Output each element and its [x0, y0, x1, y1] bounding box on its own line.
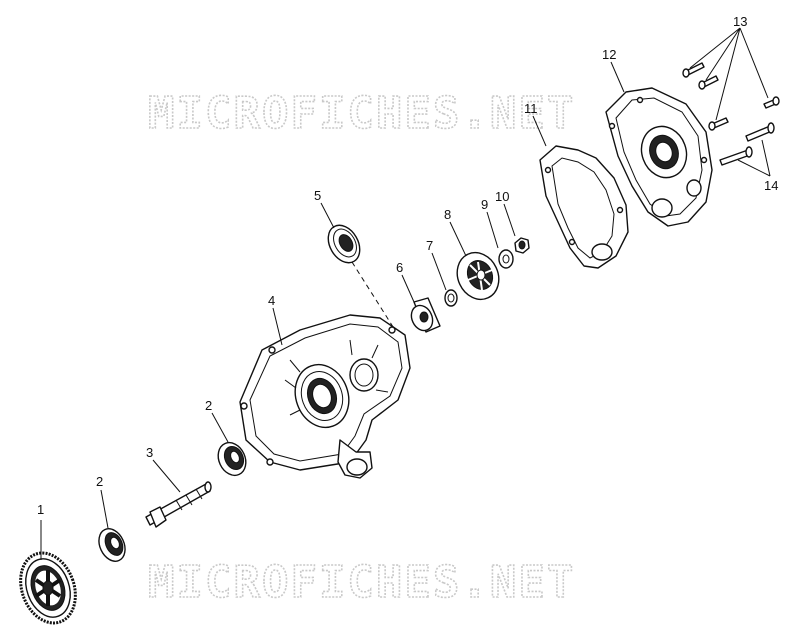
part-8-impeller [456, 251, 500, 301]
callout-11: 11 [524, 101, 538, 116]
part-2-bearing-lower [98, 528, 126, 562]
callout-8: 8 [444, 207, 451, 222]
callout-2-lower: 2 [96, 474, 103, 489]
part-14-bolts [719, 122, 775, 166]
callout-12: 12 [602, 47, 616, 62]
callout-10: 10 [495, 189, 509, 204]
alignment-line [351, 261, 396, 331]
callout-14: 14 [764, 178, 778, 193]
callout-5: 5 [314, 188, 321, 203]
part-10-nut [514, 237, 530, 254]
part-6-bushing [410, 297, 441, 333]
part-9-washer [498, 249, 514, 269]
watermark-top: MICROFICHES.NET [148, 88, 575, 139]
part-11-gasket [539, 145, 629, 269]
part-13-screws [682, 62, 780, 131]
part-12-pump-cover [605, 87, 713, 227]
callout-13: 13 [733, 14, 747, 29]
part-5-seal [327, 224, 361, 264]
callout-3: 3 [146, 445, 153, 460]
callout-4: 4 [268, 293, 275, 308]
part-2-bearing-upper [217, 441, 247, 477]
callout-2-upper: 2 [205, 398, 212, 413]
part-7-washer [444, 289, 458, 307]
leader-lines [40, 27, 771, 560]
watermark-bottom: MICROFICHES.NET [148, 557, 575, 608]
part-1-drive-gear [19, 551, 77, 625]
callout-6: 6 [396, 260, 403, 275]
part-4-pump-housing [239, 314, 411, 479]
callout-9: 9 [481, 197, 488, 212]
callout-1: 1 [37, 502, 44, 517]
callout-7: 7 [426, 238, 433, 253]
part-3-shaft [145, 481, 212, 528]
